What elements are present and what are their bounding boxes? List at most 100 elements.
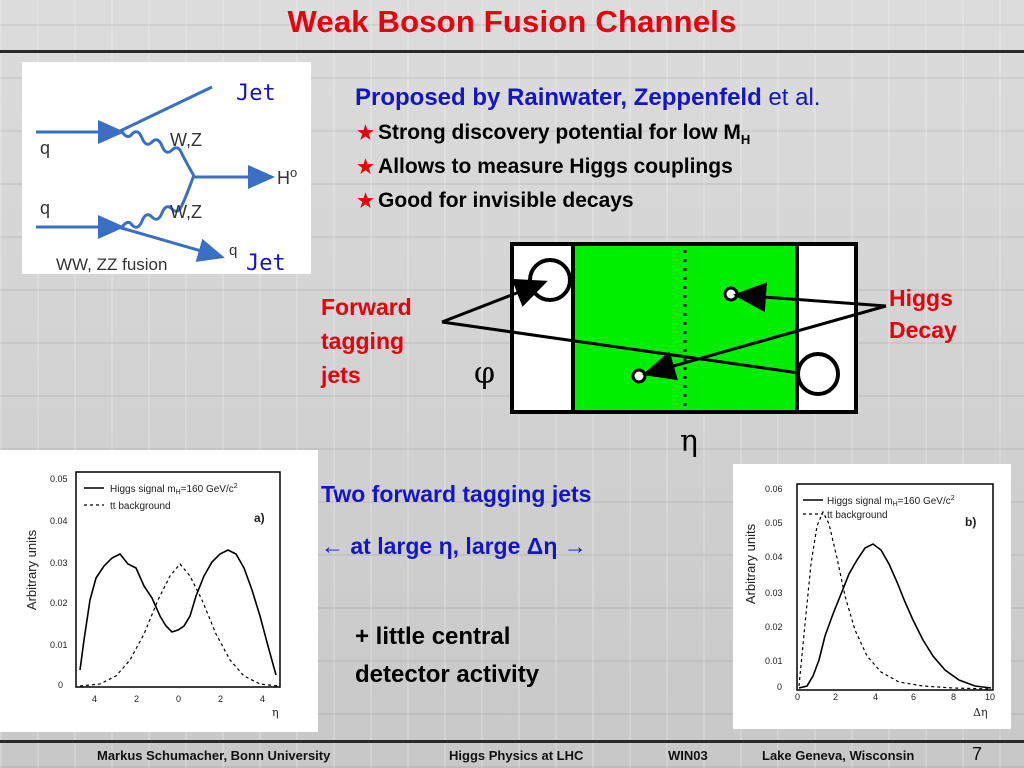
bullet-invisible: ★Good for invisible decays — [357, 189, 634, 213]
footer-location: Lake Geneva, Wisconsin — [762, 748, 915, 763]
fusion-caption: WW, ZZ fusion — [56, 255, 167, 274]
boson-wiggle-bottom — [120, 174, 196, 229]
star-icon: ★ — [357, 157, 375, 178]
eta-axis-label: η — [680, 424, 698, 459]
higgs-decay-top — [723, 286, 739, 302]
xtick: 4 — [260, 694, 265, 704]
legend-signal: Higgs signal mH=160 GeV/c2 — [827, 495, 955, 508]
higgs-decay-label: Higgs Decay — [889, 282, 957, 346]
large-eta-text: ← at large η, large Δη → — [321, 533, 587, 559]
label-line: Decay — [889, 317, 957, 343]
text-line: + little central — [355, 623, 511, 650]
headline-main: Proposed by Rainwater, Zeppenfeld — [355, 84, 762, 111]
detector-central-region — [571, 242, 799, 414]
headline-etal: et al. — [761, 84, 821, 111]
ytick: 0.05 — [50, 474, 68, 484]
ytick: 0.04 — [50, 516, 68, 526]
ytick: 0.06 — [765, 484, 783, 494]
background-histogram — [79, 563, 279, 687]
label-line: Forward — [321, 294, 412, 320]
title-divider — [0, 50, 1024, 53]
signal-histogram — [798, 543, 992, 689]
xtick: 8 — [951, 692, 956, 702]
boson-label-bottom: W,Z — [170, 202, 202, 222]
plot-ylabel: Arbitrary units — [743, 523, 758, 604]
legend-background: tt background — [110, 501, 171, 512]
ytick: 0 — [58, 680, 63, 690]
label-line: jets — [321, 362, 361, 388]
star-icon: ★ — [357, 123, 375, 144]
xtick: 10 — [985, 692, 995, 702]
star-icon: ★ — [357, 191, 375, 212]
bullet-subscript: H — [740, 132, 751, 148]
text-line: detector activity — [355, 661, 540, 688]
xtick: 4 — [92, 694, 97, 704]
two-forward-jets-text: Two forward tagging jets — [321, 481, 592, 507]
slide-title: Weak Boson Fusion Channels — [287, 4, 737, 39]
plot-delta-eta-distribution: Arbitrary units 0.06 0.05 0.04 0.03 0.02… — [733, 464, 1011, 729]
feynman-diagram: Jet Jet q q q W,Z W,Z Ho WW, ZZ fusion — [22, 62, 311, 274]
jet-line-top — [117, 85, 213, 134]
plot-ylabel: Arbitrary units — [24, 529, 39, 610]
arrow-forward-bottom — [441, 320, 800, 375]
arrow-higgs-bottom — [642, 304, 887, 381]
label-line: tagging — [321, 328, 405, 354]
quark-label-bottom: q — [40, 198, 50, 218]
xtick: 2 — [218, 694, 223, 704]
forward-jet-bottom — [796, 352, 840, 396]
page-number: 7 — [972, 744, 983, 764]
jet-line-bottom — [117, 225, 225, 262]
xtick: 0 — [795, 692, 800, 702]
footer-author: Markus Schumacher, Bonn University — [97, 748, 331, 763]
label-line: Higgs — [889, 285, 953, 311]
ytick: 0.03 — [50, 558, 68, 568]
arrow-higgs-top — [733, 282, 887, 313]
plot-eta-distribution: Arbitrary units 0.05 0.04 0.03 0.02 0.01… — [0, 450, 318, 732]
slide-footer: Markus Schumacher, Bonn University Higgs… — [0, 743, 1024, 768]
xtick: 2 — [833, 692, 838, 702]
footer-talk: Higgs Physics at LHC — [449, 748, 584, 763]
bullet-text: Strong discovery potential for low M — [378, 121, 741, 144]
arrow-forward-top — [441, 278, 548, 324]
quark-label-top: q — [40, 138, 50, 158]
ytick: 0.01 — [765, 656, 783, 666]
footer-conference: WIN03 — [668, 748, 708, 763]
quark-label-out: q — [229, 242, 237, 259]
ytick: 0.01 — [50, 640, 68, 650]
detector-schematic — [441, 242, 887, 414]
plot-panel-label: a) — [254, 511, 265, 525]
headline: Proposed by Rainwater, Zeppenfeld et al. — [355, 84, 820, 112]
plot-frame — [75, 471, 281, 688]
boson-wiggle-top — [120, 130, 196, 177]
signal-histogram — [79, 549, 277, 676]
plot-frame — [796, 483, 994, 691]
central-activity-text: + little central detector activity — [355, 618, 539, 694]
ytick: 0.04 — [765, 552, 783, 562]
bullet-couplings: ★Allows to measure Higgs couplings — [357, 155, 733, 179]
legend-background: tt background — [827, 510, 888, 521]
legend-signal: Higgs signal mH=160 GeV/c2 — [110, 483, 238, 496]
jet-label-bottom: Jet — [246, 251, 286, 274]
boson-label-top: W,Z — [170, 130, 202, 150]
forward-tagging-jets-label: Forward tagging jets — [321, 290, 412, 392]
phi-axis-label: φ — [474, 356, 496, 391]
bullet-text: Allows to measure Higgs couplings — [378, 155, 733, 178]
ytick: 0.02 — [50, 598, 68, 608]
footer-divider — [0, 740, 1024, 743]
ytick: 0.02 — [765, 622, 783, 632]
higgs-decay-bottom — [631, 368, 647, 384]
background-histogram — [798, 510, 992, 690]
xtick: 0 — [176, 694, 181, 704]
jet-label-top: Jet — [236, 81, 276, 106]
forward-jet-top — [528, 258, 572, 302]
higgs-label: Ho — [277, 165, 297, 188]
xtick: 4 — [873, 692, 878, 702]
ytick: 0.05 — [765, 518, 783, 528]
bullet-discovery: ★Strong discovery potential for low MH — [357, 121, 750, 147]
ytick: 0 — [777, 682, 782, 692]
plot-xlabel: Δη — [973, 706, 988, 719]
plot-xlabel: η — [272, 706, 279, 719]
xtick: 2 — [134, 694, 139, 704]
plot-panel-label: b) — [965, 515, 976, 529]
ytick: 0.03 — [765, 588, 783, 598]
